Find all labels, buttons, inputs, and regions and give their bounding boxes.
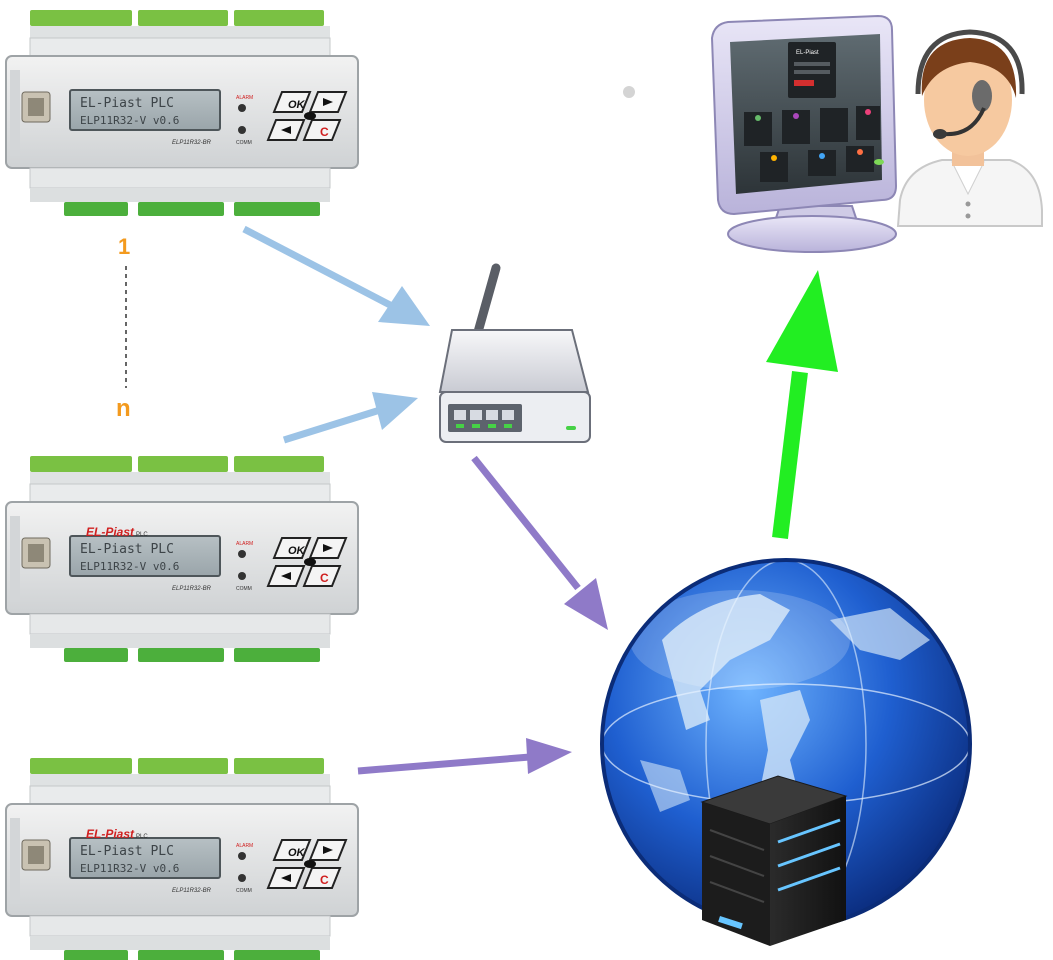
arrow-cloud-to-user [766, 270, 838, 539]
plc-alarm-label: ALARM [236, 95, 253, 101]
plc-lcd-line2: ELP11R32-V v0.6 [80, 114, 179, 127]
plc-lcd-line2: ELP11R32-V v0.6 [80, 862, 179, 875]
plc-comm-label: COMM [236, 140, 252, 146]
plc-device-direct: EL-Piast PLC EL-Piast PLC ELP11R32-V v0.… [5, 757, 359, 960]
plc-brand-label: EL-Piast [86, 827, 135, 841]
arrow-plc-to-cloud [357, 738, 572, 775]
plc-device-n: EL-Piast PLC EL-Piast PLC ELP11R32-V v0.… [5, 455, 359, 663]
plc-lcd-line1: EL-Piast PLC [80, 96, 174, 111]
plc-key-cancel: C [320, 873, 329, 887]
plc-model-label: ELP11R32-BR [172, 586, 212, 592]
arrow-plcn-to-router [282, 392, 418, 444]
plc-alarm-label: ALARM [236, 541, 253, 547]
plc-last-label: n [116, 395, 131, 422]
plc-key-ok: OK [288, 99, 306, 111]
plc-comm-label: COMM [236, 888, 252, 894]
plc-key-cancel: C [320, 125, 329, 139]
globe-icon [600, 558, 972, 930]
plc-model-label: ELP11R32-BR [172, 140, 212, 146]
plc-brand-label: EL-Piast [86, 525, 135, 539]
plc-key-ok: OK [288, 847, 306, 859]
wireless-router-icon [438, 263, 591, 443]
plc-lcd-line1: EL-Piast PLC [80, 542, 174, 557]
plc-comm-label: COMM [236, 586, 252, 592]
plc-device-1: EL-Piast PLC ELP11R32-V v0.6 ALARM COMM … [5, 9, 359, 217]
screen-logo-label: EL-Piast [796, 50, 819, 56]
monitor-icon: EL-Piast [710, 14, 898, 253]
plc-model-label: ELP11R32-BR [172, 888, 212, 894]
plc-key-ok: OK [288, 545, 306, 557]
plc-brand-suffix: PLC [136, 532, 148, 538]
operator-headset-icon [896, 29, 1043, 227]
plc-first-label: 1 [118, 234, 130, 259]
arrow-router-to-cloud [471, 455, 608, 630]
plc-key-cancel: C [320, 571, 329, 585]
plc-alarm-label: ALARM [236, 843, 253, 849]
plc-lcd-line1: EL-Piast PLC [80, 844, 174, 859]
plc-lcd-line2: ELP11R32-V v0.6 [80, 560, 179, 573]
plc-brand-suffix: PLC [136, 834, 148, 840]
server-icon [700, 775, 848, 946]
arrow-plc1-to-router [242, 225, 430, 326]
